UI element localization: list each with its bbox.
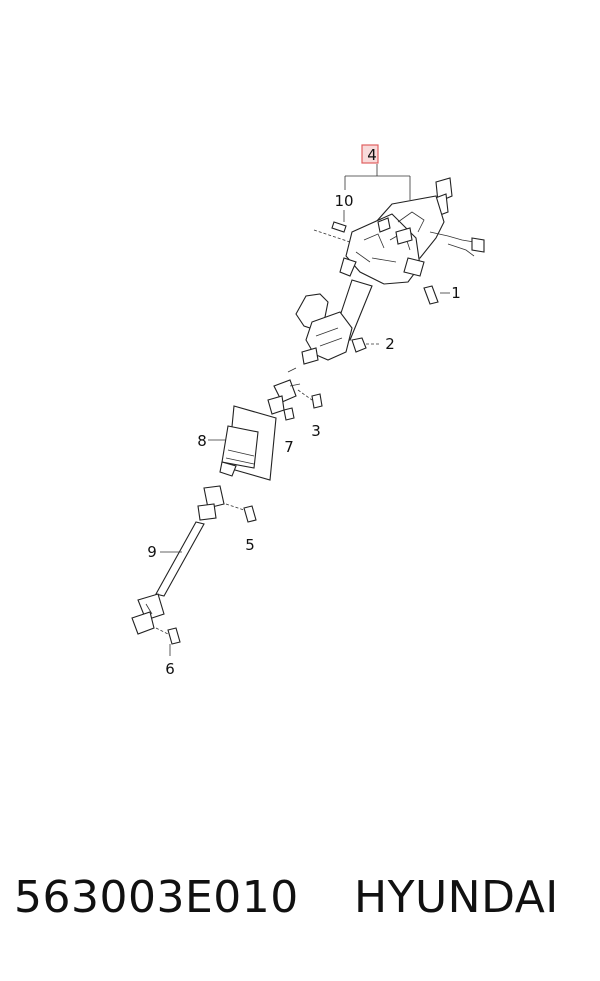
nut-7 (283, 407, 295, 421)
intermediate-shaft (155, 521, 205, 597)
callout-4-highlight (361, 144, 379, 164)
callout-4[interactable]: 4 (367, 146, 377, 164)
column-lower-housing (305, 311, 353, 361)
motor-end (219, 461, 237, 477)
screw-10 (331, 221, 347, 233)
bolt-6 (167, 627, 181, 645)
callout-4-bracket (344, 164, 411, 200)
bolt-5 (243, 505, 257, 523)
footer: 563003E010 HYUNDAI (0, 872, 600, 942)
column-output-shaft (301, 347, 319, 365)
callout-5[interactable]: 5 (245, 536, 255, 554)
callout-3-leader (297, 389, 313, 401)
callout-8[interactable]: 8 (197, 432, 207, 450)
brand-name: HYUNDAI (354, 872, 559, 923)
callout-6[interactable]: 6 (165, 660, 175, 678)
bolt-1 (423, 285, 439, 305)
callout-1[interactable]: 1 (451, 284, 461, 302)
callout-9[interactable]: 9 (147, 543, 157, 561)
callout-3[interactable]: 3 (311, 422, 321, 440)
nut-2 (351, 337, 367, 353)
motor-body (221, 425, 259, 469)
bolt-3 (311, 393, 323, 409)
callout-2[interactable]: 2 (385, 335, 395, 353)
callout-10[interactable]: 10 (334, 192, 353, 210)
upper-column-assembly (339, 177, 485, 285)
callout-10-dash (313, 229, 351, 243)
callout-6-leader (155, 627, 169, 635)
middle-joint (203, 485, 225, 509)
part-number: 563003E010 (14, 872, 299, 923)
callout-5-leader (225, 503, 245, 511)
callout-7[interactable]: 7 (284, 438, 294, 456)
